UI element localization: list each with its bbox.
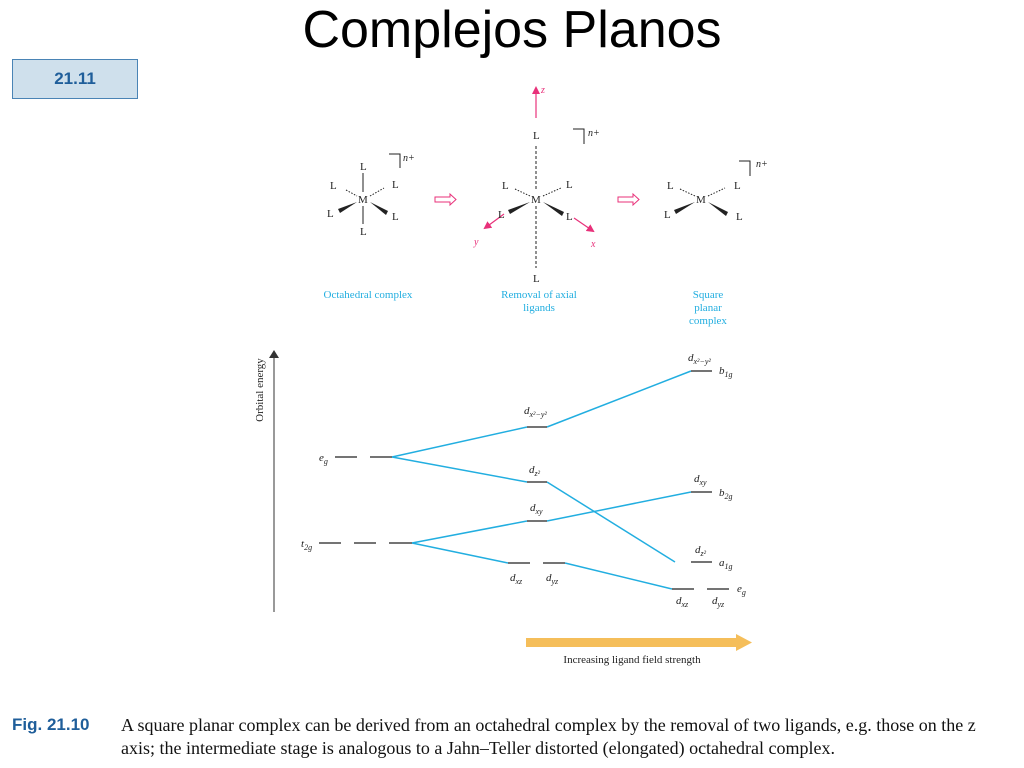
- intermediate-caption-line2: ligands: [523, 302, 555, 314]
- figure-caption-text: A square planar complex can be derived f…: [121, 715, 976, 758]
- a1g-label: a1g: [719, 557, 733, 571]
- ligand-axial-top: L: [533, 130, 540, 142]
- figure-caption-label: Fig. 21.10: [12, 715, 90, 734]
- ligand-back-right: L: [392, 179, 399, 191]
- metal-center: M: [531, 194, 541, 206]
- dyz-mid-label: dyz: [546, 572, 559, 586]
- eg-left-label: eg: [319, 452, 328, 466]
- correlation-lines: [391, 370, 692, 590]
- charge-label: n+: [756, 159, 768, 170]
- ligand-back-right: L: [734, 180, 741, 192]
- ligand-top: L: [360, 161, 367, 173]
- ligand-back-left: L: [502, 180, 509, 192]
- metal-center: M: [358, 194, 368, 206]
- field-strength-arrow: [526, 634, 752, 651]
- transform-arrow-1: [434, 192, 457, 207]
- square-planar-caption-line2: planar: [694, 302, 722, 314]
- metal-center: M: [696, 194, 706, 206]
- ligand-front-right: L: [392, 211, 399, 223]
- ligand-back-left: L: [330, 180, 337, 192]
- field-strength-label: Increasing ligand field strength: [563, 654, 701, 666]
- charge-label: n+: [403, 153, 415, 164]
- ligand-back-right: L: [566, 179, 573, 191]
- dz2-mid-label: dz²: [529, 464, 541, 478]
- square-planar-caption-line3: complex: [689, 315, 727, 327]
- eg-right-label: eg: [737, 583, 746, 597]
- intermediate-structure: z y x L L L L L L M n+: [473, 85, 600, 285]
- energy-levels: [319, 370, 729, 590]
- y-axis-label: y: [473, 237, 479, 248]
- energy-axis: Orbital energy: [254, 350, 279, 612]
- ligand-axial-bottom: L: [533, 273, 540, 285]
- charge-label: n+: [588, 128, 600, 139]
- square-planar-caption-line1: Square: [693, 289, 724, 301]
- octahedral-structure: L L L L L L M n+: [327, 153, 415, 238]
- b2g-label: b2g: [719, 487, 733, 501]
- octahedral-caption: Octahedral complex: [324, 289, 413, 301]
- slide-number-badge: 21.11: [12, 59, 138, 99]
- ligand-bottom: L: [360, 226, 367, 238]
- z-axis-label: z: [540, 85, 545, 96]
- dx2y2-mid-label: dx²−y²: [524, 405, 547, 419]
- ligand-front-left: L: [498, 209, 505, 221]
- dz2-right-label: dz²: [695, 544, 707, 558]
- ligand-back-left: L: [667, 180, 674, 192]
- intermediate-caption-line1: Removal of axial: [501, 289, 577, 301]
- b1g-label: b1g: [719, 365, 733, 379]
- dxy-right-label: dxy: [694, 473, 707, 487]
- orbital-energy-label: Orbital energy: [254, 358, 266, 422]
- transform-arrow-2: [617, 192, 640, 207]
- t2g-label: t2g: [301, 538, 312, 552]
- ligand-front-right: L: [736, 211, 743, 223]
- figure-diagram: L L L L L L M n+ Octahedral complex z y …: [254, 85, 768, 666]
- ligand-front-left: L: [327, 208, 334, 220]
- dx2y2-right-label: dx²−y²: [688, 352, 711, 366]
- dxz-mid-label: dxz: [510, 572, 523, 586]
- dxz-right-label: dxz: [676, 595, 689, 609]
- dyz-right-label: dyz: [712, 595, 725, 609]
- slide-title: Complejos Planos: [302, 1, 722, 59]
- ligand-front-left: L: [664, 209, 671, 221]
- x-axis-label: x: [590, 239, 596, 250]
- energy-level-labels: eg t2g dx²−y² dz² dxy dxz dyz dx²−y² dxy…: [301, 352, 746, 609]
- ligand-front-right: L: [566, 211, 573, 223]
- dxy-mid-label: dxy: [530, 502, 543, 516]
- square-planar-structure: L L L L M n+: [664, 159, 768, 223]
